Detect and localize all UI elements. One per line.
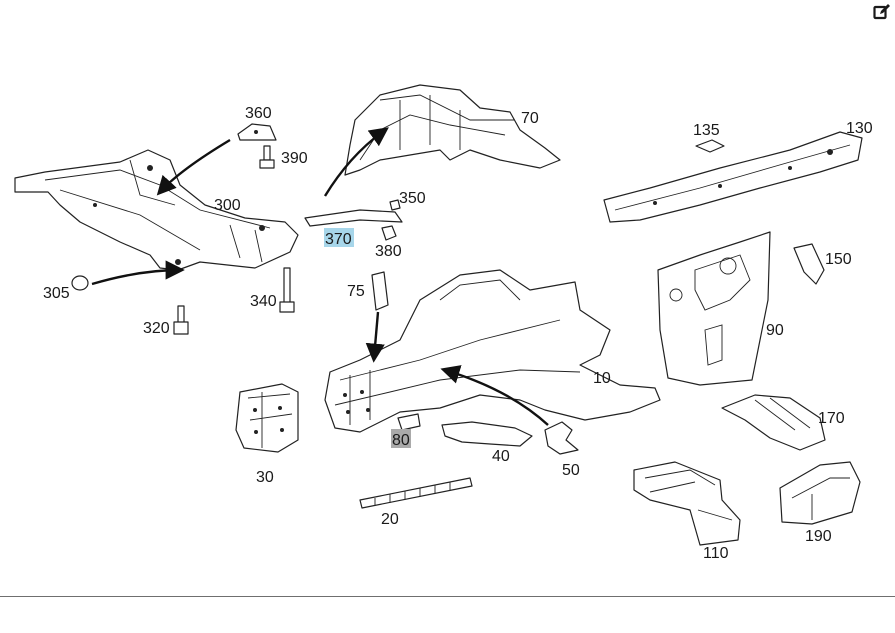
panel-90 xyxy=(657,231,771,386)
clip-380 xyxy=(381,225,397,241)
plate-135 xyxy=(695,139,725,153)
housing-190 xyxy=(779,461,861,525)
callout-390[interactable]: 390 xyxy=(281,150,308,167)
bottom-divider xyxy=(0,596,895,597)
arrow-305 xyxy=(91,260,185,286)
bolt-390 xyxy=(259,145,275,169)
callout-20[interactable]: 20 xyxy=(381,511,399,528)
subframe-300 xyxy=(14,149,299,271)
bushing-305 xyxy=(71,275,89,291)
front-structure-10 xyxy=(324,269,661,433)
callout-370[interactable]: 370 xyxy=(325,231,352,248)
bracket-80 xyxy=(397,413,421,431)
housing-110 xyxy=(633,461,741,546)
arrow-75 xyxy=(365,311,385,363)
bracket-40 xyxy=(441,421,533,447)
callout-50[interactable]: 50 xyxy=(562,462,580,479)
callout-40[interactable]: 40 xyxy=(492,448,510,465)
callout-130[interactable]: 130 xyxy=(846,120,873,137)
callout-75[interactable]: 75 xyxy=(347,283,365,300)
clip-350 xyxy=(389,199,401,211)
callout-380[interactable]: 380 xyxy=(375,243,402,260)
strut-370 xyxy=(304,209,403,227)
bracket-50 xyxy=(544,421,579,455)
callout-90[interactable]: 90 xyxy=(766,322,784,339)
callout-190[interactable]: 190 xyxy=(805,528,832,545)
arrow-70 xyxy=(323,127,389,197)
callout-340[interactable]: 340 xyxy=(250,293,277,310)
highlight-80 xyxy=(391,429,411,448)
callout-170[interactable]: 170 xyxy=(818,410,845,427)
callout-300[interactable]: 300 xyxy=(214,197,241,214)
callout-135[interactable]: 135 xyxy=(693,122,720,139)
highlight-370 xyxy=(324,228,354,247)
bracket-150 xyxy=(793,243,825,285)
callout-305[interactable]: 305 xyxy=(43,285,70,302)
bracket-75 xyxy=(371,271,389,311)
callout-30[interactable]: 30 xyxy=(256,469,274,486)
wheelhouse-70 xyxy=(344,84,561,176)
callout-150[interactable]: 150 xyxy=(825,251,852,268)
callout-10[interactable]: 10 xyxy=(593,370,611,387)
arrow-360 xyxy=(156,138,231,196)
callout-80[interactable]: 80 xyxy=(392,432,410,449)
rail-20 xyxy=(359,477,473,509)
callout-350[interactable]: 350 xyxy=(399,190,426,207)
panel-170 xyxy=(721,394,826,451)
arrow-50 xyxy=(440,365,549,426)
callout-110[interactable]: 110 xyxy=(703,545,729,562)
bolt-320 xyxy=(173,305,189,335)
callout-70[interactable]: 70 xyxy=(521,110,539,127)
member-130 xyxy=(603,131,863,223)
callout-320[interactable]: 320 xyxy=(143,320,170,337)
callout-360[interactable]: 360 xyxy=(245,105,272,122)
bolt-340 xyxy=(279,267,295,313)
bracket-30 xyxy=(235,383,299,453)
edit-icon[interactable] xyxy=(872,2,892,22)
